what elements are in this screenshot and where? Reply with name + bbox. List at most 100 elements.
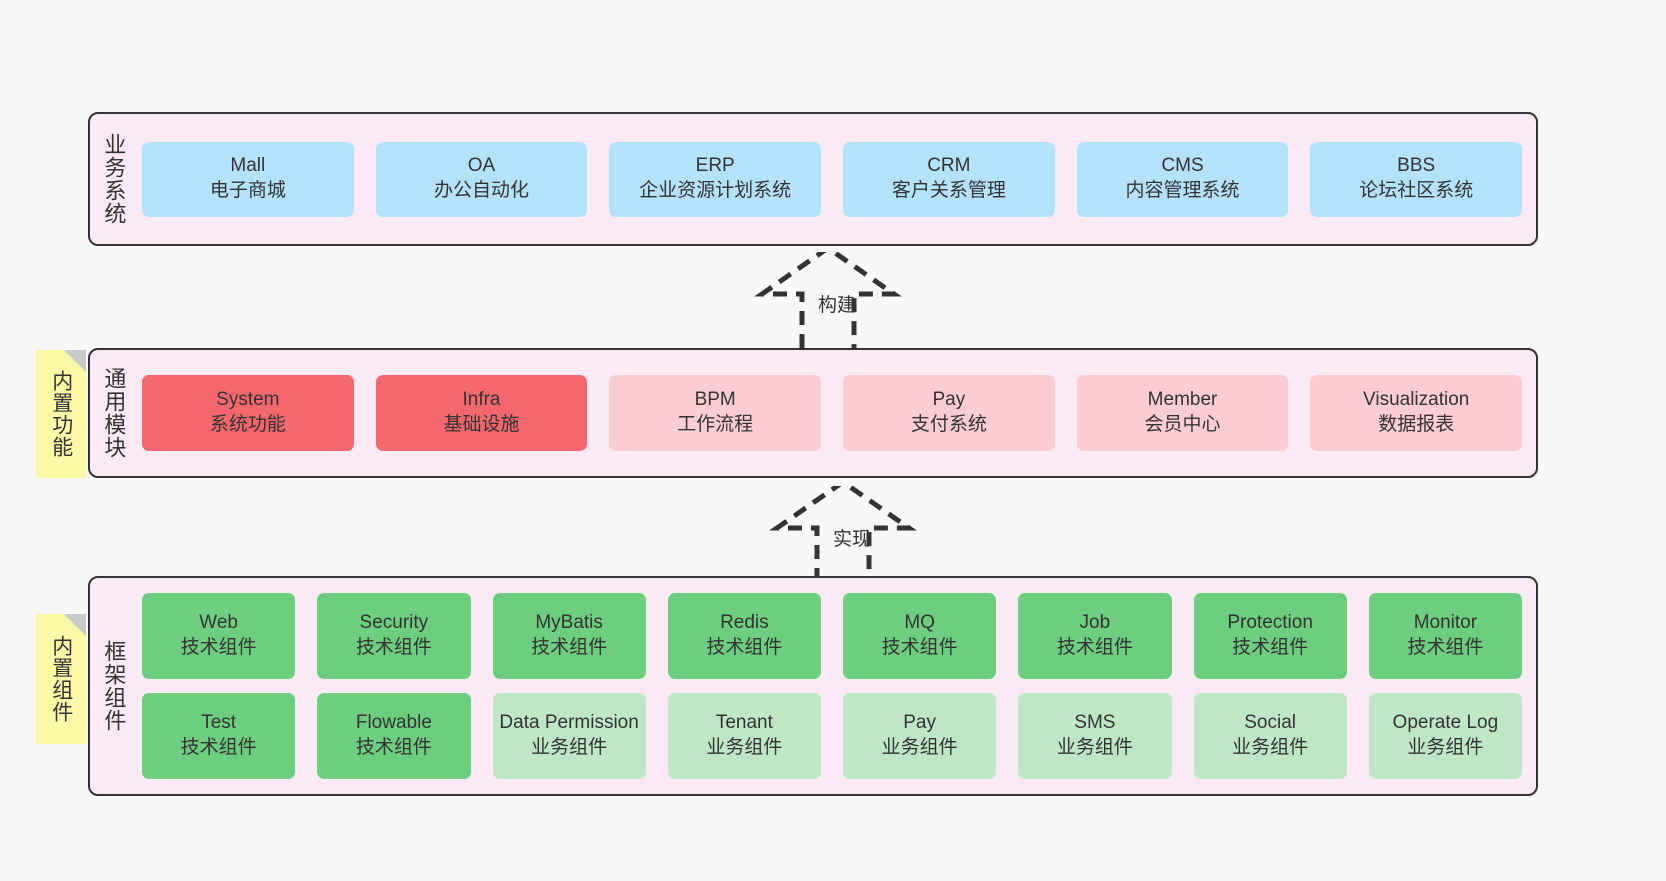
arrow-label-implement: 实现 bbox=[833, 529, 872, 550]
card-title-en: BBS bbox=[1397, 155, 1436, 177]
card-title-en: CMS bbox=[1161, 155, 1204, 177]
card-title-cn: 办公自动化 bbox=[434, 180, 530, 201]
card-mq[interactable]: MQ 技术组件 bbox=[843, 593, 997, 679]
card-title-cn: 客户关系管理 bbox=[891, 180, 1006, 201]
card-title-cn: 业务组件 bbox=[1232, 737, 1309, 758]
card-flowable[interactable]: Flowable 技术组件 bbox=[317, 693, 471, 779]
card-title-en: Web bbox=[199, 612, 238, 634]
card-title-cn: 业务组件 bbox=[881, 737, 958, 758]
card-title-cn: 技术组件 bbox=[706, 637, 783, 658]
card-title-en: MQ bbox=[904, 612, 935, 634]
layer-body-common-module: System 系统功能 Infra 基础设施 BPM 工作流程 Pay 支付系统… bbox=[136, 350, 1536, 476]
card-title-en: Infra bbox=[462, 389, 501, 411]
layer-framework-component: 框架组件 Web 技术组件 Security 技术组件 MyBatis 技术组件… bbox=[88, 576, 1538, 796]
card-member[interactable]: Member 会员中心 bbox=[1076, 375, 1289, 451]
card-title-cn: 技术组件 bbox=[1232, 637, 1309, 658]
card-title-en: Tenant bbox=[715, 712, 773, 734]
card-security[interactable]: Security 技术组件 bbox=[317, 593, 471, 679]
card-title-cn: 会员中心 bbox=[1144, 414, 1221, 435]
sticky-note-label: 内置功能 bbox=[49, 370, 73, 458]
card-pay-module[interactable]: Pay 支付系统 bbox=[843, 375, 1055, 451]
card-title-en: System bbox=[216, 389, 280, 411]
card-title-en: Pay bbox=[903, 712, 936, 734]
card-row: Mall 电子商城 OA 办公自动化 ERP 企业资源计划系统 CRM 客户关系… bbox=[142, 141, 1523, 217]
card-title-cn: 技术组件 bbox=[180, 637, 257, 658]
card-oa[interactable]: OA 办公自动化 bbox=[375, 141, 588, 217]
card-title-cn: 技术组件 bbox=[881, 637, 958, 658]
card-tenant[interactable]: Tenant 业务组件 bbox=[667, 693, 821, 779]
card-title-en: CRM bbox=[927, 155, 971, 177]
layer-common-module: 通用模块 System 系统功能 Infra 基础设施 BPM 工作流程 Pay… bbox=[88, 348, 1538, 478]
card-mybatis[interactable]: MyBatis 技术组件 bbox=[492, 593, 646, 679]
card-title-cn: 电子商城 bbox=[209, 180, 286, 201]
card-row: System 系统功能 Infra 基础设施 BPM 工作流程 Pay 支付系统… bbox=[142, 375, 1523, 451]
card-data-permission[interactable]: Data Permission 业务组件 bbox=[492, 693, 646, 779]
card-title-en: Security bbox=[359, 612, 429, 634]
card-title-en: MyBatis bbox=[535, 612, 603, 634]
card-bbs[interactable]: BBS 论坛社区系统 bbox=[1310, 141, 1523, 217]
card-title-en: ERP bbox=[695, 155, 735, 177]
card-social[interactable]: Social 业务组件 bbox=[1193, 693, 1347, 779]
card-title-en: Member bbox=[1147, 389, 1218, 411]
card-title-en: OA bbox=[467, 155, 496, 177]
card-job[interactable]: Job 技术组件 bbox=[1018, 593, 1172, 679]
card-title-cn: 技术组件 bbox=[1056, 637, 1133, 658]
card-title-en: Social bbox=[1244, 712, 1296, 734]
card-title-en: Test bbox=[201, 712, 237, 734]
card-title-en: Monitor bbox=[1413, 612, 1478, 634]
arrow-implement: 实现 bbox=[755, 478, 975, 586]
card-operate-log[interactable]: Operate Log 业务组件 bbox=[1368, 693, 1522, 779]
card-title-cn: 基础设施 bbox=[443, 414, 520, 435]
card-title-cn: 技术组件 bbox=[531, 637, 608, 658]
card-title-en: BPM bbox=[694, 389, 736, 411]
card-bpm[interactable]: BPM 工作流程 bbox=[609, 375, 822, 451]
card-title-cn: 技术组件 bbox=[180, 737, 257, 758]
layer-title-business-system: 业务系统 bbox=[101, 133, 127, 225]
card-title-en: Protection bbox=[1227, 612, 1313, 634]
card-test[interactable]: Test 技术组件 bbox=[142, 693, 296, 779]
card-title-en: SMS bbox=[1074, 712, 1116, 734]
card-title-en: Job bbox=[1079, 612, 1111, 634]
layer-business-system: 业务系统 Mall 电子商城 OA 办公自动化 ERP 企业资源计划系统 CRM… bbox=[88, 112, 1538, 246]
card-title-cn: 企业资源计划系统 bbox=[639, 180, 792, 201]
card-mall[interactable]: Mall 电子商城 bbox=[142, 141, 354, 217]
card-title-en: Redis bbox=[720, 612, 769, 634]
card-system[interactable]: System 系统功能 bbox=[142, 375, 354, 451]
layer-title-framework-component: 框架组件 bbox=[101, 640, 127, 732]
card-title-cn: 工作流程 bbox=[677, 414, 754, 435]
card-title-cn: 技术组件 bbox=[355, 637, 432, 658]
card-row: Test 技术组件 Flowable 技术组件 Data Permission … bbox=[142, 693, 1522, 779]
card-title-en: Visualization bbox=[1363, 389, 1470, 411]
card-title-en: Flowable bbox=[355, 712, 432, 734]
card-cms[interactable]: CMS 内容管理系统 bbox=[1076, 141, 1289, 217]
card-crm[interactable]: CRM 客户关系管理 bbox=[843, 141, 1055, 217]
card-title-cn: 数据报表 bbox=[1378, 414, 1455, 435]
card-monitor[interactable]: Monitor 技术组件 bbox=[1368, 593, 1522, 679]
card-erp[interactable]: ERP 企业资源计划系统 bbox=[609, 141, 822, 217]
card-infra[interactable]: Infra 基础设施 bbox=[375, 375, 588, 451]
card-visualization[interactable]: Visualization 数据报表 bbox=[1310, 375, 1523, 451]
card-title-cn: 内容管理系统 bbox=[1125, 180, 1240, 201]
card-title-cn: 业务组件 bbox=[1056, 737, 1133, 758]
card-web[interactable]: Web 技术组件 bbox=[142, 593, 296, 679]
card-title-en: Data Permission bbox=[499, 712, 639, 734]
sticky-note-builtin-function: 内置功能 bbox=[36, 350, 86, 478]
card-redis[interactable]: Redis 技术组件 bbox=[667, 593, 821, 679]
folded-corner-icon bbox=[64, 350, 86, 372]
layer-body-business-system: Mall 电子商城 OA 办公自动化 ERP 企业资源计划系统 CRM 客户关系… bbox=[136, 114, 1536, 244]
arrow-label-build: 构建 bbox=[818, 295, 857, 316]
card-sms[interactable]: SMS 业务组件 bbox=[1018, 693, 1172, 779]
folded-corner-icon bbox=[64, 614, 86, 636]
layer-title-common-module: 通用模块 bbox=[101, 367, 127, 459]
card-title-cn: 业务组件 bbox=[1407, 737, 1484, 758]
card-title-en: Operate Log bbox=[1392, 712, 1499, 734]
card-title-cn: 技术组件 bbox=[1407, 637, 1484, 658]
card-title-en: Pay bbox=[932, 389, 966, 411]
card-pay-component[interactable]: Pay 业务组件 bbox=[843, 693, 997, 779]
card-title-cn: 业务组件 bbox=[531, 737, 608, 758]
card-protection[interactable]: Protection 技术组件 bbox=[1193, 593, 1347, 679]
sticky-note-label: 内置组件 bbox=[49, 635, 73, 723]
card-title-cn: 业务组件 bbox=[706, 737, 783, 758]
card-title-cn: 论坛社区系统 bbox=[1359, 180, 1474, 201]
